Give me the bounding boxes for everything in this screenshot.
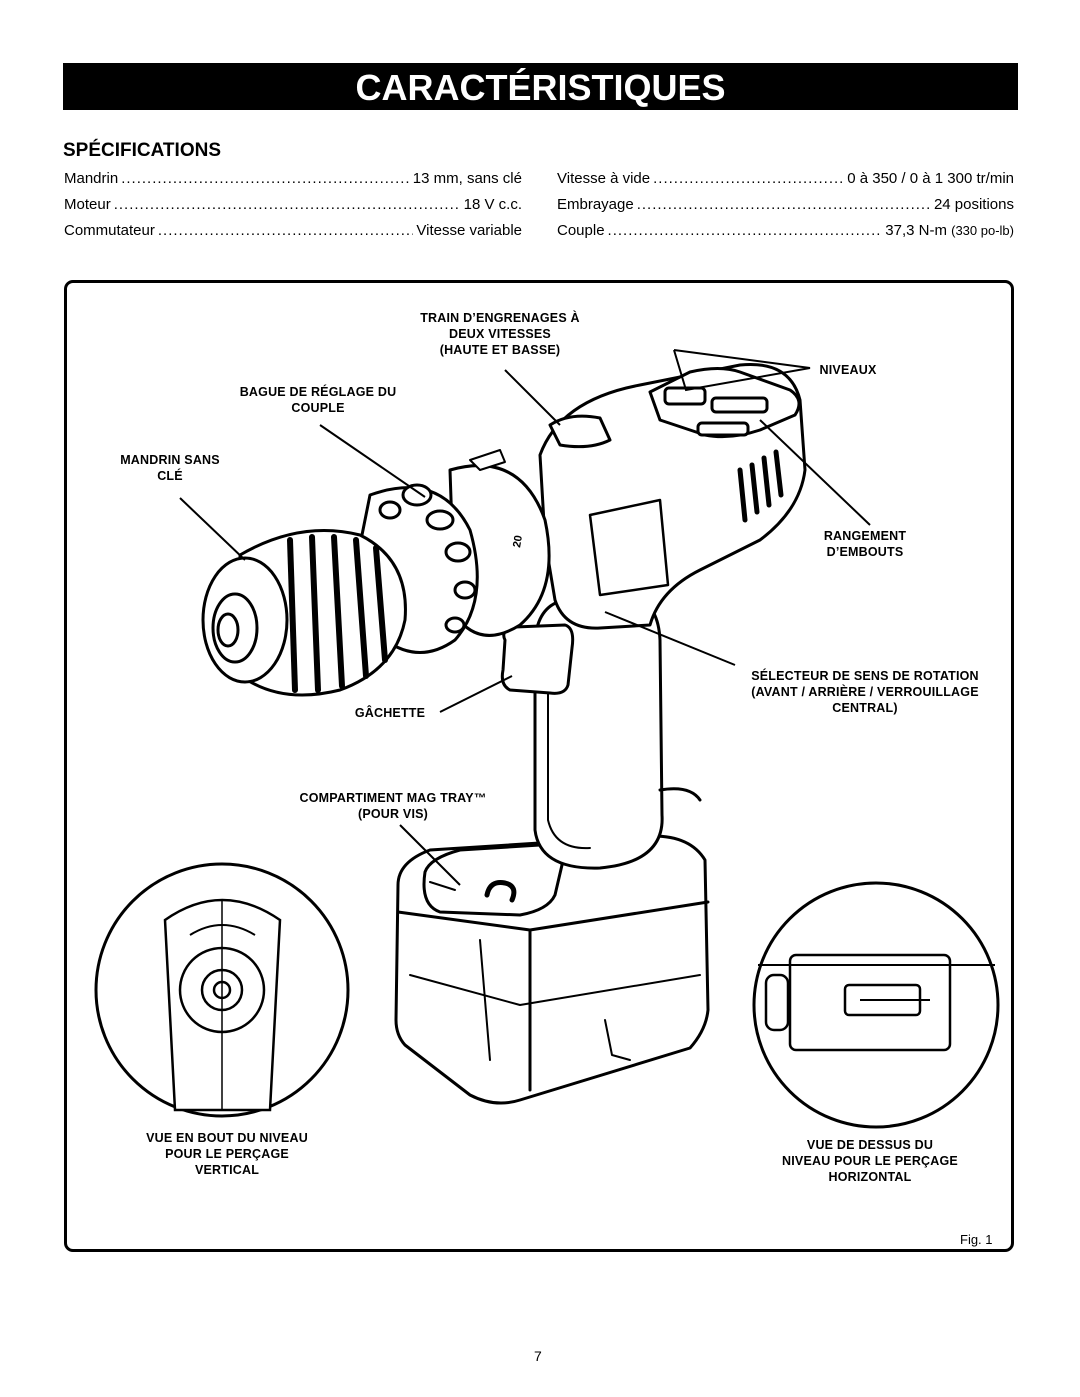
spec-label: Couple <box>557 222 605 239</box>
specifications-heading: SPÉCIFICATIONS <box>63 140 221 161</box>
figure-label: Fig. 1 <box>960 1232 993 1247</box>
torque-nm: 37,3 N-m <box>885 222 947 239</box>
spec-value: Vitesse variable <box>416 222 522 239</box>
keyless-chuck <box>201 529 407 697</box>
mag-tray <box>422 843 564 917</box>
page-title-banner: CARACTÉRISTIQUES <box>63 63 1018 110</box>
callout-end-view: VUE EN BOUT DU NIVEAU POUR LE PERÇAGE VE… <box>146 1131 308 1177</box>
callout-torque-ring: BAGUE DE RÉGLAGE DU COUPLE <box>239 385 397 415</box>
spec-row-switch: Commutateur Vitesse variable <box>64 222 522 244</box>
top-view-inset <box>752 881 1000 1129</box>
spec-row-no-load-speed: Vitesse à vide 0 à 350 / 0 à 1 300 tr/mi… <box>557 170 1014 192</box>
spec-label: Commutateur <box>64 222 155 239</box>
end-view-inset <box>94 862 350 1118</box>
trigger <box>500 623 575 695</box>
spec-value: 24 positions <box>933 196 1014 213</box>
spec-value: 18 V c.c. <box>463 196 522 213</box>
spec-row-torque: Couple 37,3 N-m (330 po-lb) <box>557 222 1014 244</box>
spec-label: Embrayage <box>557 196 634 213</box>
torque-inlb: (330 po-lb) <box>951 223 1014 238</box>
spec-row-clutch: Embrayage 24 positions <box>557 196 1014 218</box>
callout-mag-tray: COMPARTIMENT MAG TRAY™ (POUR VIS) <box>299 791 487 821</box>
spec-label: Moteur <box>64 196 111 213</box>
callout-bit-storage: RANGEMENT D’EMBOUTS <box>823 529 907 559</box>
callout-gearbox: TRAIN D’ENGRENAGES À DEUX VITESSES (HAUT… <box>420 311 580 357</box>
figure-frame <box>64 280 1014 1252</box>
clutch-scale-text: 20 <box>511 534 525 548</box>
spec-value: 13 mm, sans clé <box>412 170 522 187</box>
spec-row-motor: Moteur 18 V c.c. <box>64 196 522 218</box>
callout-chuck: MANDRIN SANS CLÉ <box>120 453 220 483</box>
callout-top-view: VUE DE DESSUS DU NIVEAU POUR LE PERÇAGE … <box>782 1138 958 1184</box>
callout-direction-selector: SÉLECTEUR DE SENS DE ROTATION (AVANT / A… <box>751 669 979 715</box>
page-number: 7 <box>534 1348 542 1364</box>
spec-label: Vitesse à vide <box>557 170 651 187</box>
spec-value: 37,3 N-m (330 po-lb) <box>885 222 1014 239</box>
callout-levels: NIVEAUX <box>819 363 877 377</box>
leader-lines <box>179 349 871 886</box>
spec-row-chuck: Mandrin 13 mm, sans clé <box>64 170 522 192</box>
callout-trigger: GÂCHETTE <box>354 706 426 720</box>
spec-label: Mandrin <box>64 170 119 187</box>
spec-value: 0 à 350 / 0 à 1 300 tr/min <box>847 170 1014 187</box>
top-levels <box>548 367 801 449</box>
